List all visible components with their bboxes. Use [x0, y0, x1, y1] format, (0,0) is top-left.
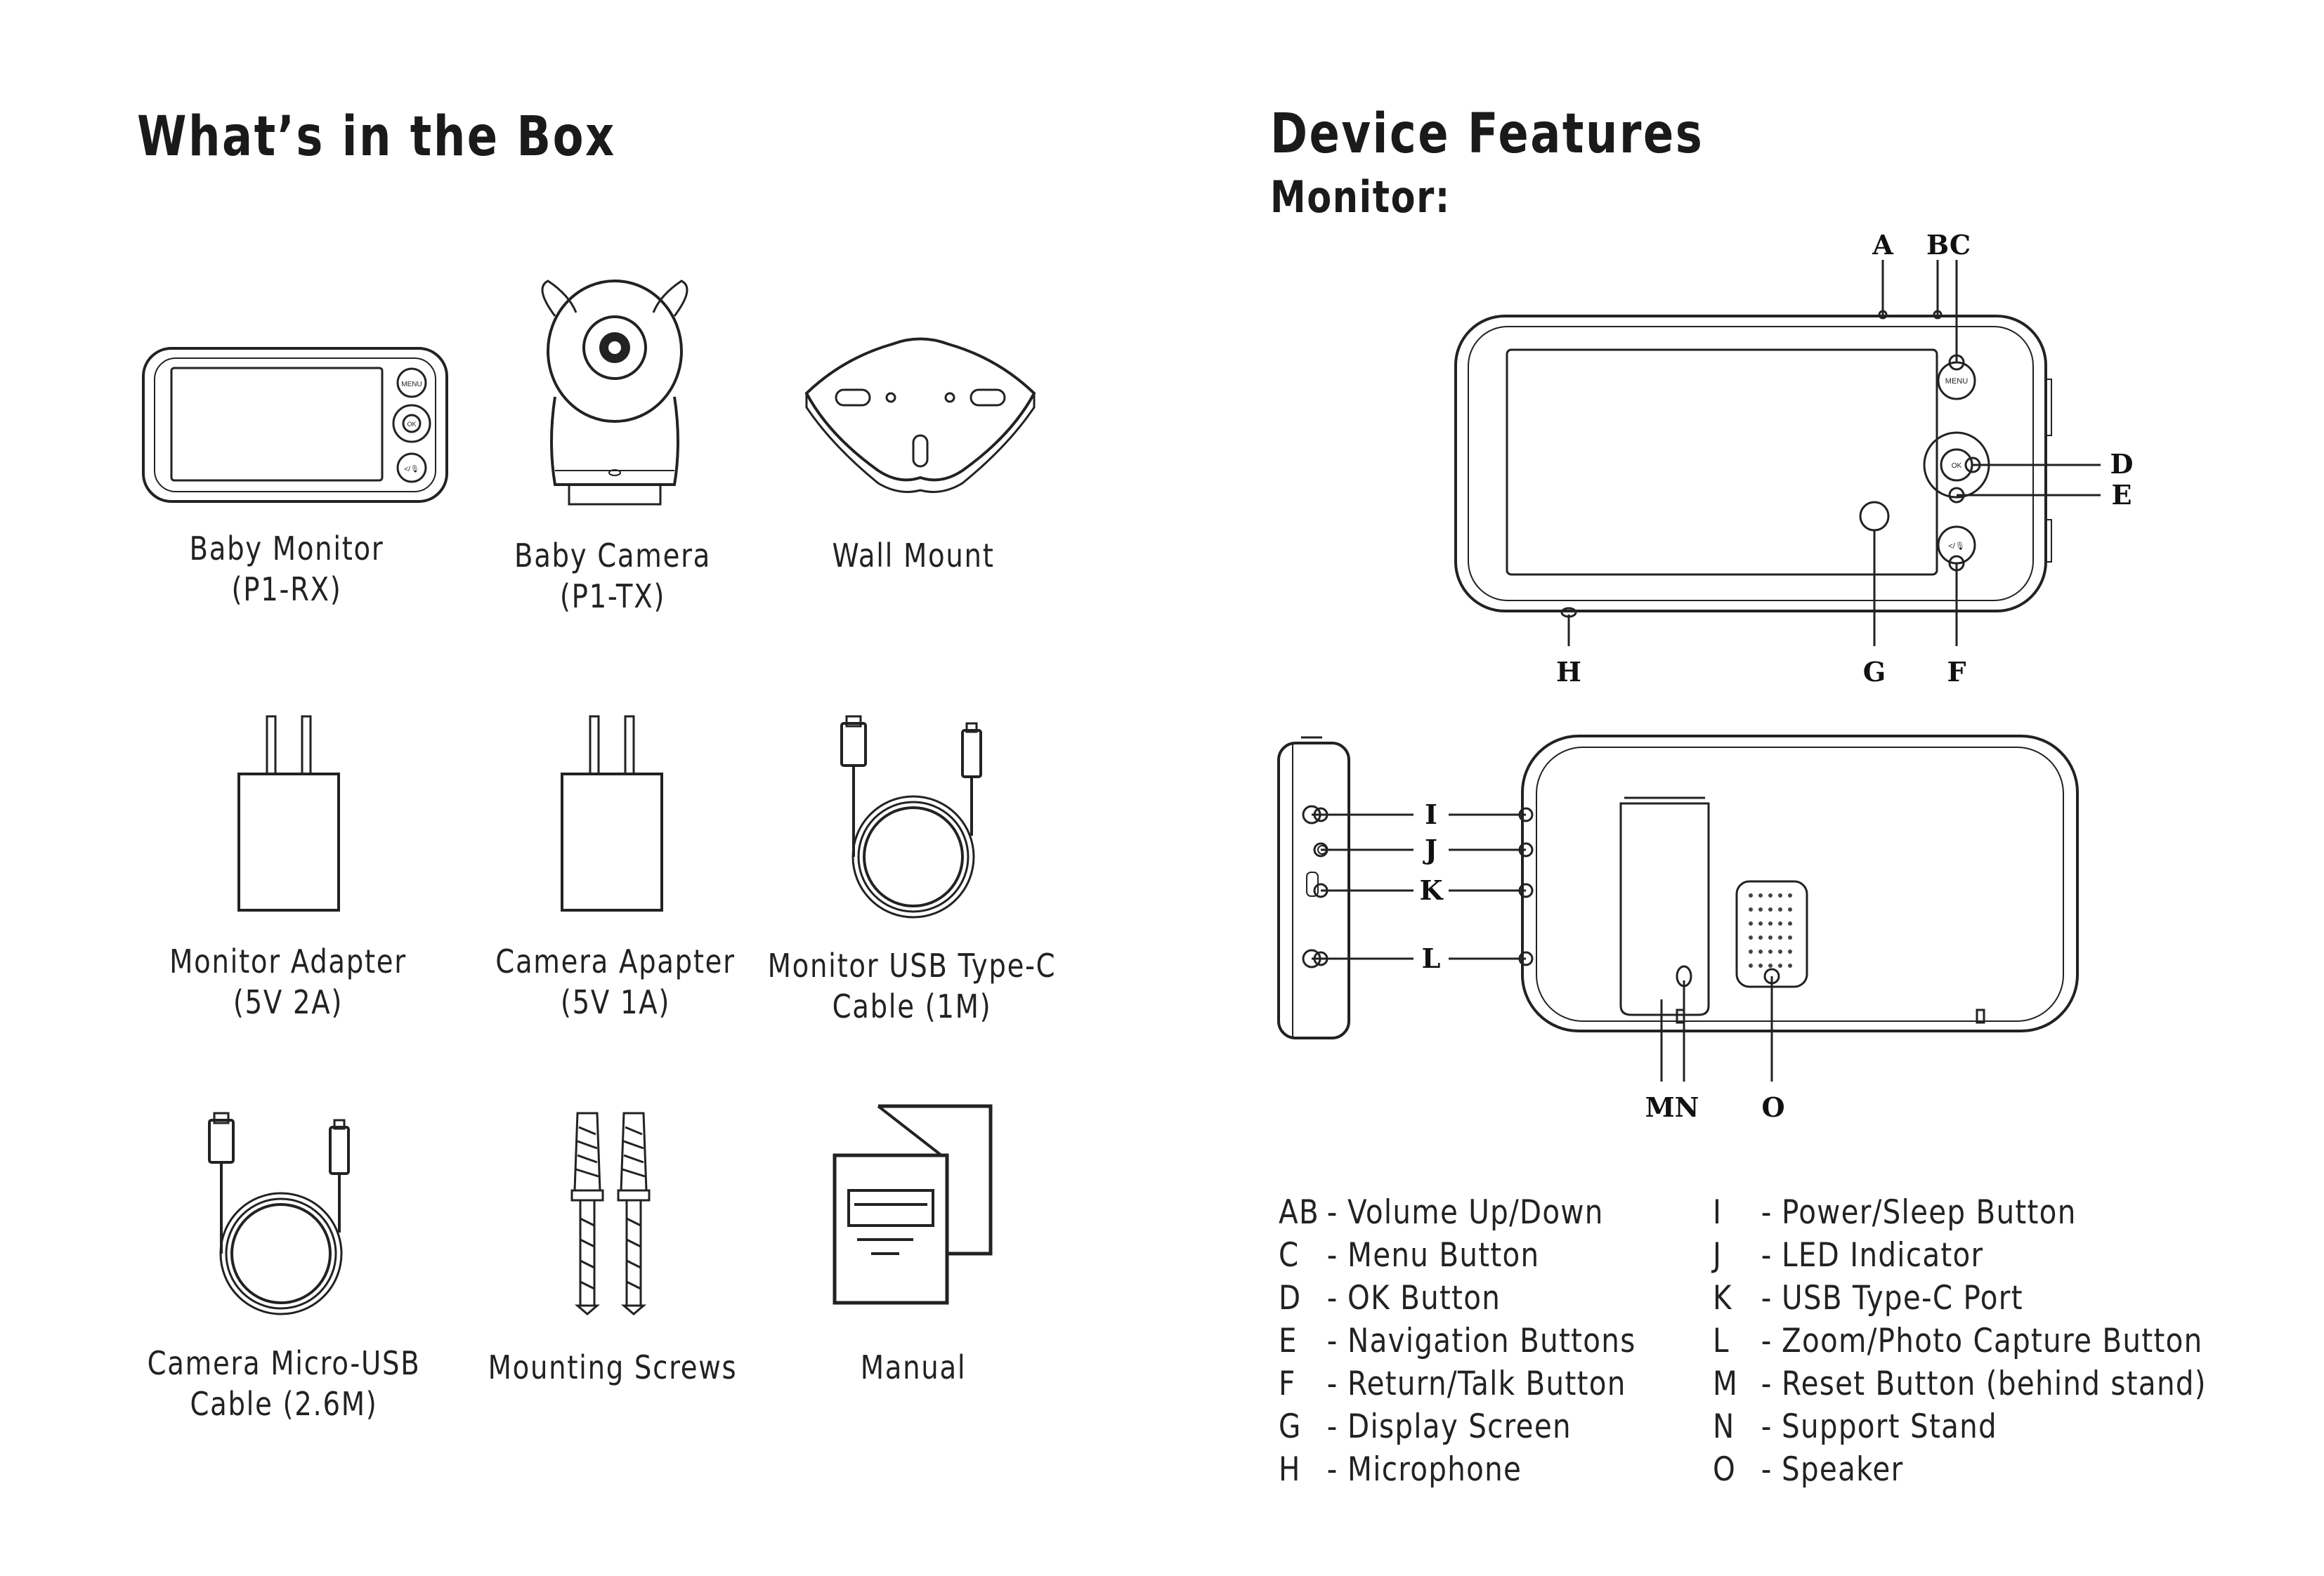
front-menu-text: MENU — [1945, 377, 1968, 386]
device-features-title: Device Features — [1270, 103, 1704, 166]
legend-row: N-Support Stand — [1713, 1407, 1998, 1446]
legend-row: C-Menu Button — [1279, 1236, 1540, 1275]
label-h: H — [1556, 656, 1581, 688]
monitor-side-back-diagram: I J K L MN O — [1273, 730, 2116, 1123]
caption-monitor-adapter: Monitor Adapter(5V 2A) — [169, 943, 407, 1021]
legend-row: J-LED Indicator — [1713, 1236, 1984, 1275]
camera-adapter-illustration — [555, 709, 667, 913]
label-k: K — [1419, 874, 1444, 906]
legend-row: AB-Volume Up/Down — [1279, 1193, 1604, 1232]
monitor-front-diagram: MENU OK </🎙 A B C D E F G H — [1447, 229, 2134, 688]
caption-baby-camera: Baby Camera(P1-TX) — [514, 537, 711, 615]
legend-row: L-Zoom/Photo Capture Button — [1713, 1322, 2203, 1360]
monitor-subtitle: Monitor: — [1270, 171, 1451, 223]
label-a: A — [1872, 229, 1893, 261]
legend-left-column: AB-Volume Up/Down C-Menu Button D-OK But… — [1279, 1191, 1694, 1491]
monitor-adapter-illustration — [232, 709, 344, 913]
baby-camera-illustration — [527, 274, 703, 513]
legend-row: O-Speaker — [1713, 1450, 1904, 1489]
whats-in-box-title: What’s in the Box — [137, 105, 616, 169]
caption-mounting-screws: Mounting Screws — [488, 1348, 738, 1386]
caption-manual: Manual — [860, 1348, 967, 1386]
legend-row: G-Display Screen — [1279, 1407, 1572, 1446]
return-button-text: </🎙 — [404, 465, 419, 473]
label-i: I — [1425, 799, 1437, 830]
ok-button-text: OK — [407, 421, 416, 428]
menu-button-text: MENU — [401, 381, 422, 388]
label-o: O — [1761, 1091, 1784, 1123]
label-b: B — [1926, 229, 1949, 261]
label-l: L — [1422, 943, 1441, 974]
label-e: E — [2112, 479, 2132, 511]
usb-type-c-cable-illustration — [836, 716, 998, 927]
manual-illustration — [829, 1099, 998, 1310]
caption-wall-mount: Wall Mount — [832, 537, 995, 574]
wall-mount-illustration — [801, 330, 1040, 499]
label-c: C — [1950, 229, 1971, 261]
baby-monitor-illustration: MENU OK </🎙 — [141, 344, 450, 506]
legend-row: K-USB Type-C Port — [1713, 1279, 2023, 1318]
legend-row: H-Microphone — [1279, 1450, 1522, 1489]
label-mn: MN — [1645, 1091, 1699, 1123]
legend-row: D-OK Button — [1279, 1279, 1501, 1318]
legend-row: I-Power/Sleep Button — [1713, 1193, 2077, 1232]
front-return-text: </🎙 — [1948, 541, 1964, 551]
label-d: D — [2110, 448, 2134, 480]
legend-right-column: I-Power/Sleep Button J-LED Indicator K-U… — [1713, 1191, 2287, 1491]
label-g: G — [1863, 656, 1886, 688]
front-ok-text: OK — [1952, 462, 1962, 470]
mounting-screws-illustration — [569, 1106, 660, 1317]
legend-row: F-Return/Talk Button — [1279, 1365, 1626, 1403]
micro-usb-cable-illustration — [204, 1113, 365, 1324]
legend-row: M-Reset Button (behind stand) — [1713, 1365, 2207, 1403]
label-j: J — [1423, 834, 1437, 865]
label-f: F — [1947, 656, 1966, 688]
legend-row: E-Navigation Buttons — [1279, 1322, 1636, 1360]
caption-baby-monitor: Baby Monitor(P1-RX) — [189, 530, 384, 608]
caption-camera-adapter: Camera Apapter(5V 1A) — [495, 943, 736, 1021]
